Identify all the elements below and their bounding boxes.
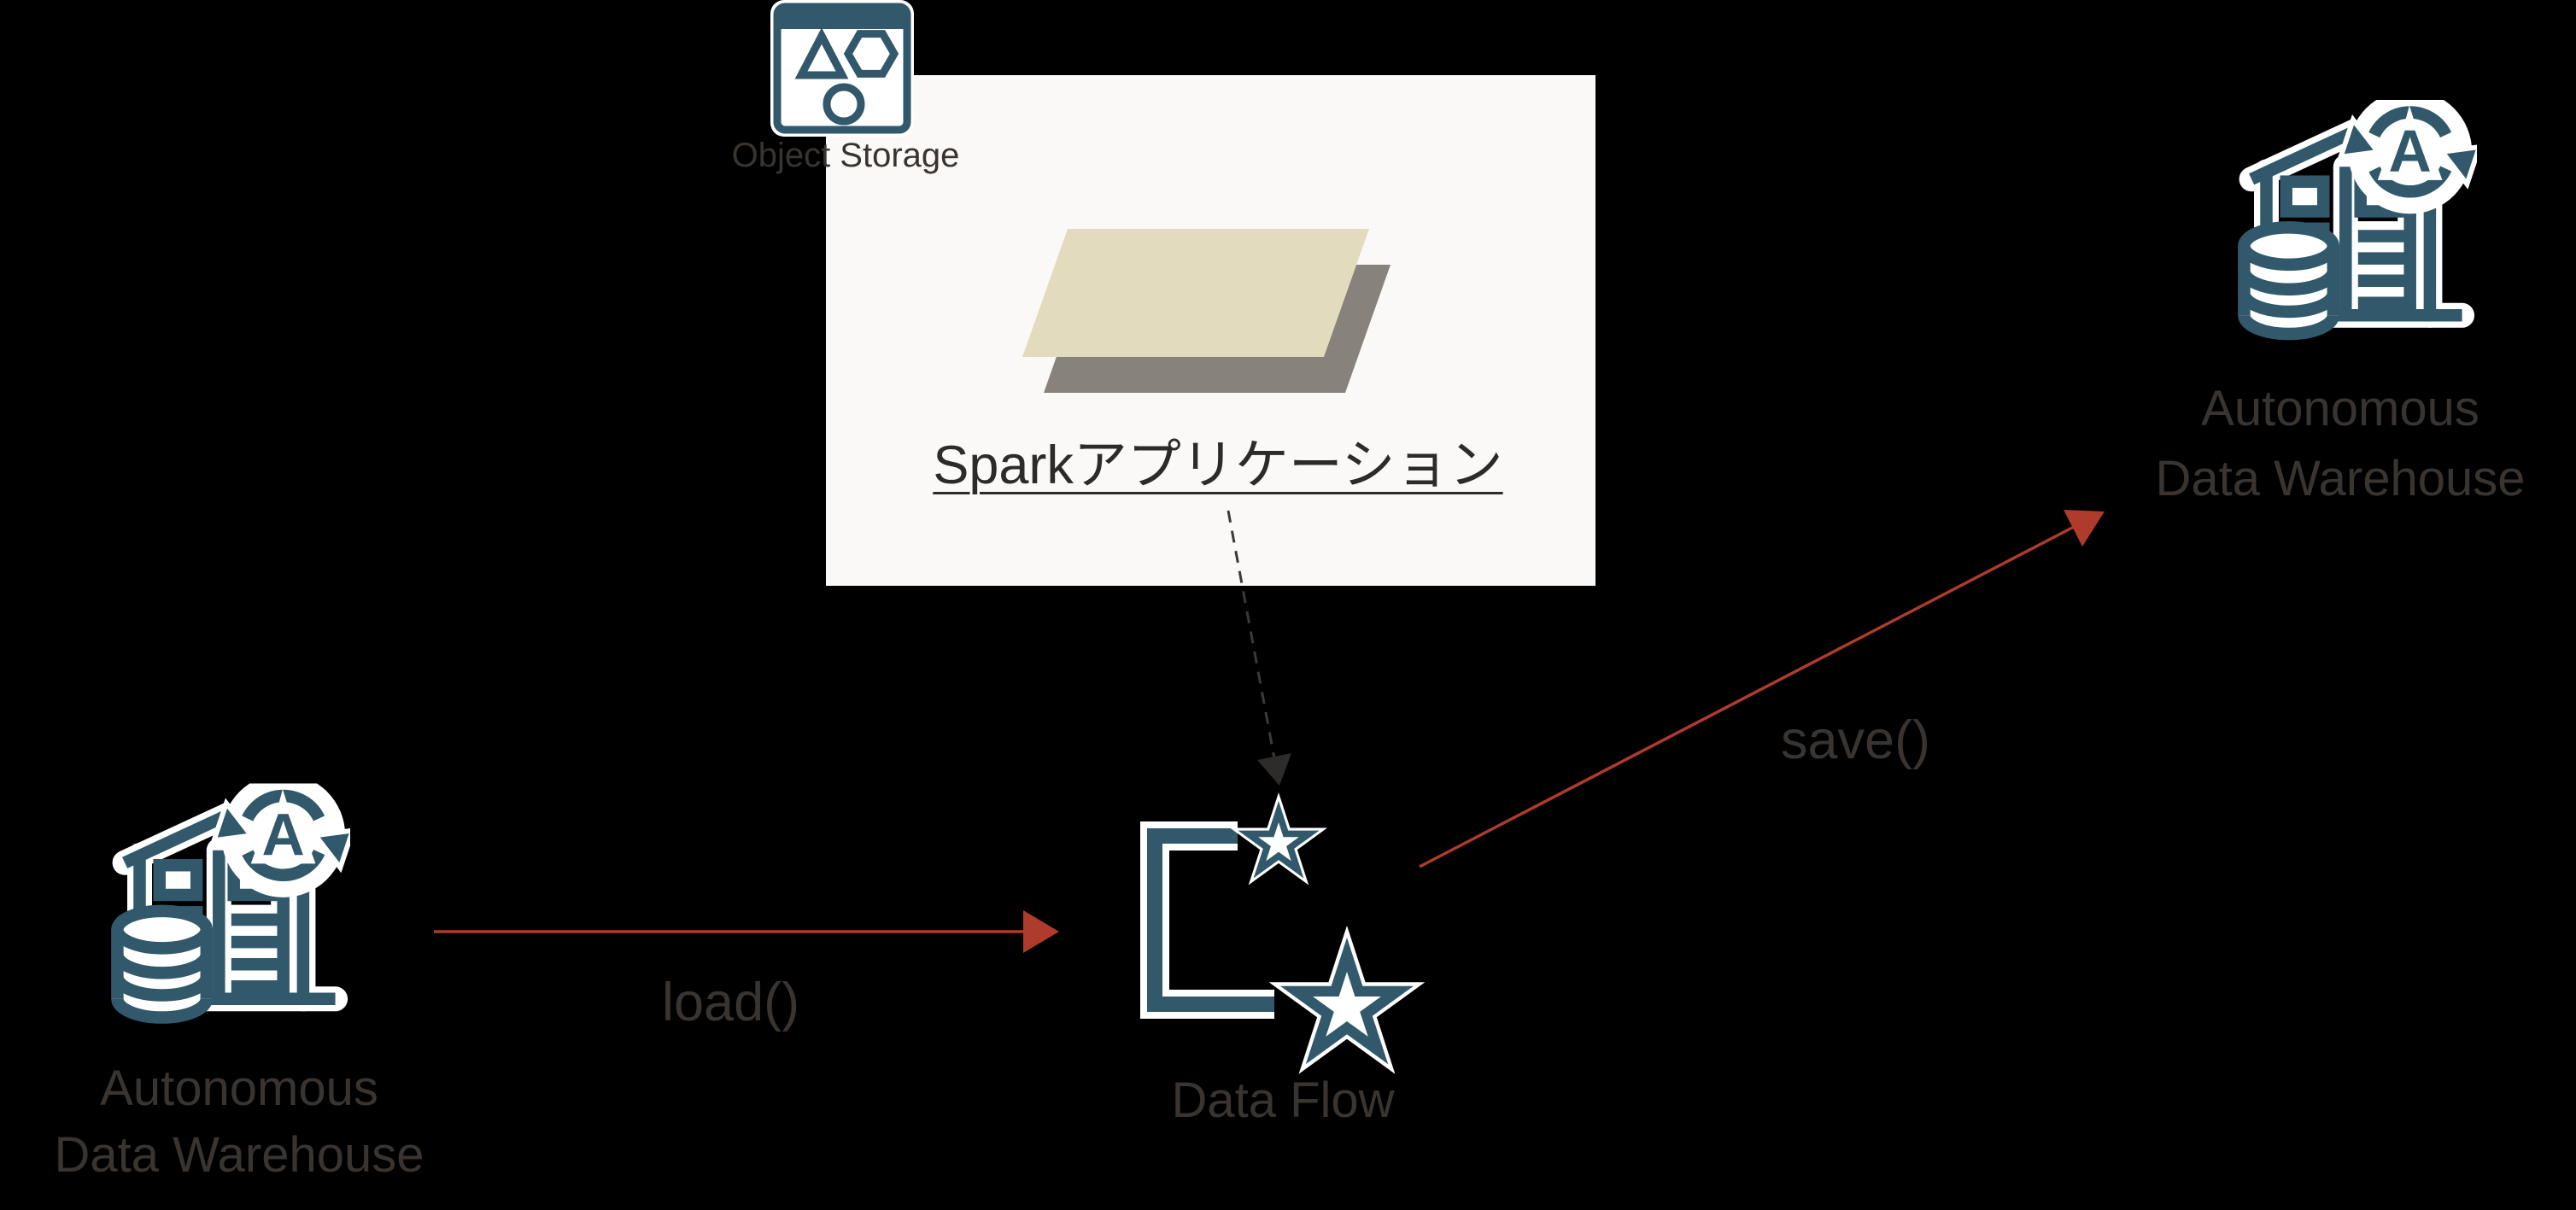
adw-target-label-line2: Data Warehouse: [2155, 451, 2526, 506]
adw-target-label: Autonomous Data Warehouse: [2127, 374, 2554, 514]
window-titlebar: [777, 7, 907, 29]
save-arrow: [1419, 510, 2105, 868]
object-storage-label: Object Storage: [731, 137, 960, 174]
autonomous-data-warehouse-icon: [102, 781, 350, 1033]
data-flow-icon: [1140, 792, 1426, 1074]
circle-glyph: [823, 83, 865, 126]
triangle-glyph: [794, 27, 849, 79]
autonomous-data-warehouse-icon: [2229, 96, 2477, 352]
spark-sheet-shape: [1022, 229, 1369, 357]
adw-source-label-line2: Data Warehouse: [54, 1127, 424, 1183]
adw-target-label-line1: Autonomous: [2201, 381, 2479, 436]
hexagon-glyph: [843, 30, 899, 78]
load-arrow: [434, 910, 1059, 953]
data-flow-label: Data Flow: [1171, 1073, 1395, 1128]
save-edge-label: save(): [1781, 710, 1931, 770]
deploy-dashed-arrow: [1227, 510, 1291, 786]
adw-source-label-line1: Autonomous: [100, 1061, 378, 1116]
spark-app-label: Sparkアプリケーション: [933, 435, 1503, 495]
load-edge-label: load(): [662, 973, 800, 1032]
object-storage-icon: [770, 0, 914, 137]
adw-source-label: Autonomous Data Warehouse: [26, 1055, 453, 1189]
